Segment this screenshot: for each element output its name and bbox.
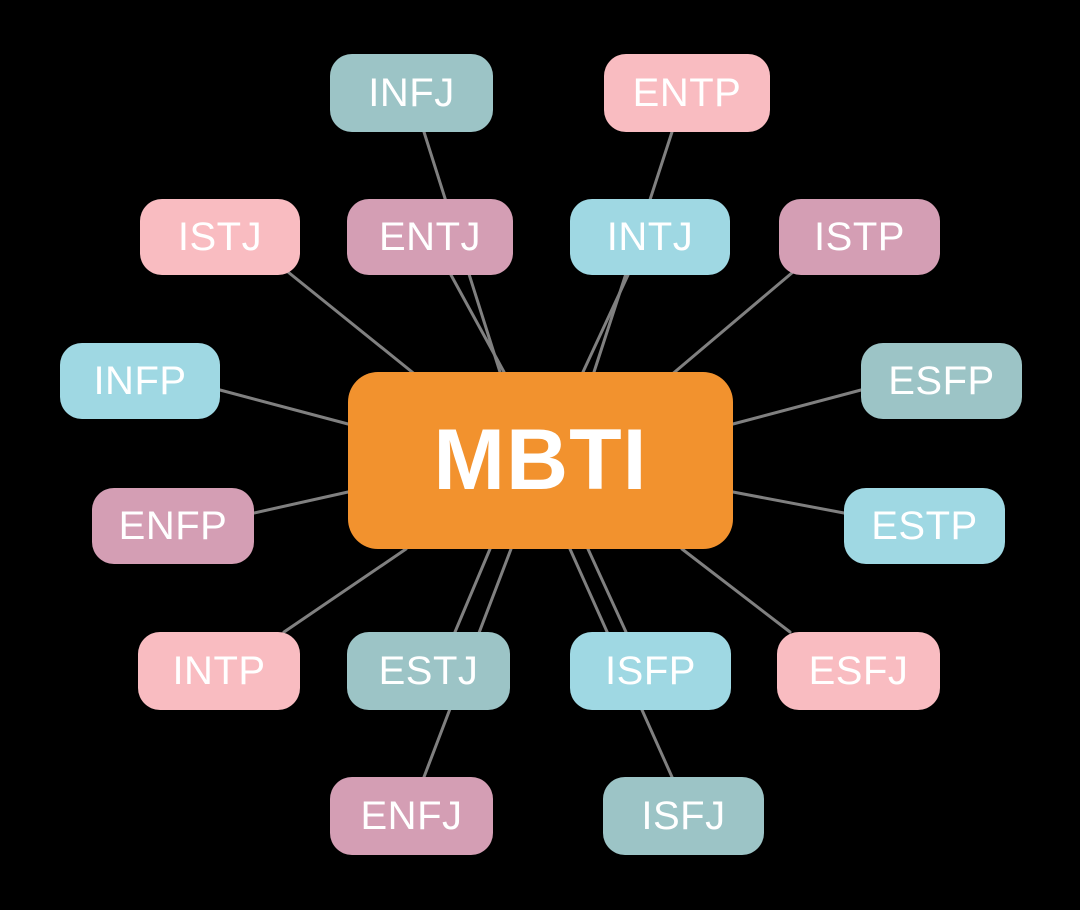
- edge-istp-to-mbti: [668, 270, 795, 378]
- edge-entj-to-mbti: [449, 273, 506, 374]
- node-label: ENFP: [118, 503, 228, 548]
- edge-enfp-to-mbti: [252, 490, 350, 515]
- edge-infp-to-mbti: [218, 388, 350, 426]
- node-estj[interactable]: ESTJ: [347, 632, 510, 710]
- node-label: ISFJ: [641, 793, 726, 838]
- node-estp[interactable]: ESTP: [844, 488, 1005, 564]
- edge-estj-to-mbti: [453, 547, 492, 634]
- node-label: ENTP: [632, 70, 742, 115]
- node-intj[interactable]: INTJ: [570, 199, 730, 275]
- hub-node-mbti[interactable]: MBTI: [348, 372, 733, 549]
- node-label: ESFP: [888, 358, 995, 403]
- node-esfj[interactable]: ESFJ: [777, 632, 940, 710]
- node-enfj[interactable]: ENFJ: [330, 777, 493, 855]
- node-label: MBTI: [433, 412, 648, 508]
- node-label: ESTP: [871, 503, 978, 548]
- node-enfp[interactable]: ENFP: [92, 488, 254, 564]
- node-esfp[interactable]: ESFP: [861, 343, 1022, 419]
- node-label: INTJ: [606, 214, 694, 259]
- node-istp[interactable]: ISTP: [779, 199, 940, 275]
- node-label: ESFJ: [808, 648, 909, 693]
- node-label: ESTJ: [378, 648, 479, 693]
- edge-istj-to-mbti: [286, 270, 419, 378]
- node-isfp[interactable]: ISFP: [570, 632, 731, 710]
- node-isfj[interactable]: ISFJ: [603, 777, 764, 855]
- edge-esfp-to-mbti: [731, 388, 863, 426]
- node-label: INFP: [93, 358, 187, 403]
- node-label: ENFJ: [360, 793, 463, 838]
- node-entp[interactable]: ENTP: [604, 54, 770, 132]
- node-label: INFJ: [368, 70, 455, 115]
- node-infp[interactable]: INFP: [60, 343, 220, 419]
- edge-intj-to-mbti: [581, 273, 630, 374]
- node-label: ISFP: [605, 648, 696, 693]
- node-label: INTP: [172, 648, 266, 693]
- node-label: ISTJ: [177, 214, 263, 259]
- node-label: ISTP: [814, 214, 905, 259]
- node-infj[interactable]: INFJ: [330, 54, 493, 132]
- node-istj[interactable]: ISTJ: [140, 199, 300, 275]
- edge-esfj-to-mbti: [680, 547, 792, 634]
- edge-intp-to-mbti: [282, 547, 408, 634]
- edge-estp-to-mbti: [731, 490, 846, 515]
- node-label: ENTJ: [379, 214, 481, 259]
- edge-isfp-to-mbti: [586, 547, 628, 634]
- node-intp[interactable]: INTP: [138, 632, 300, 710]
- node-entj[interactable]: ENTJ: [347, 199, 513, 275]
